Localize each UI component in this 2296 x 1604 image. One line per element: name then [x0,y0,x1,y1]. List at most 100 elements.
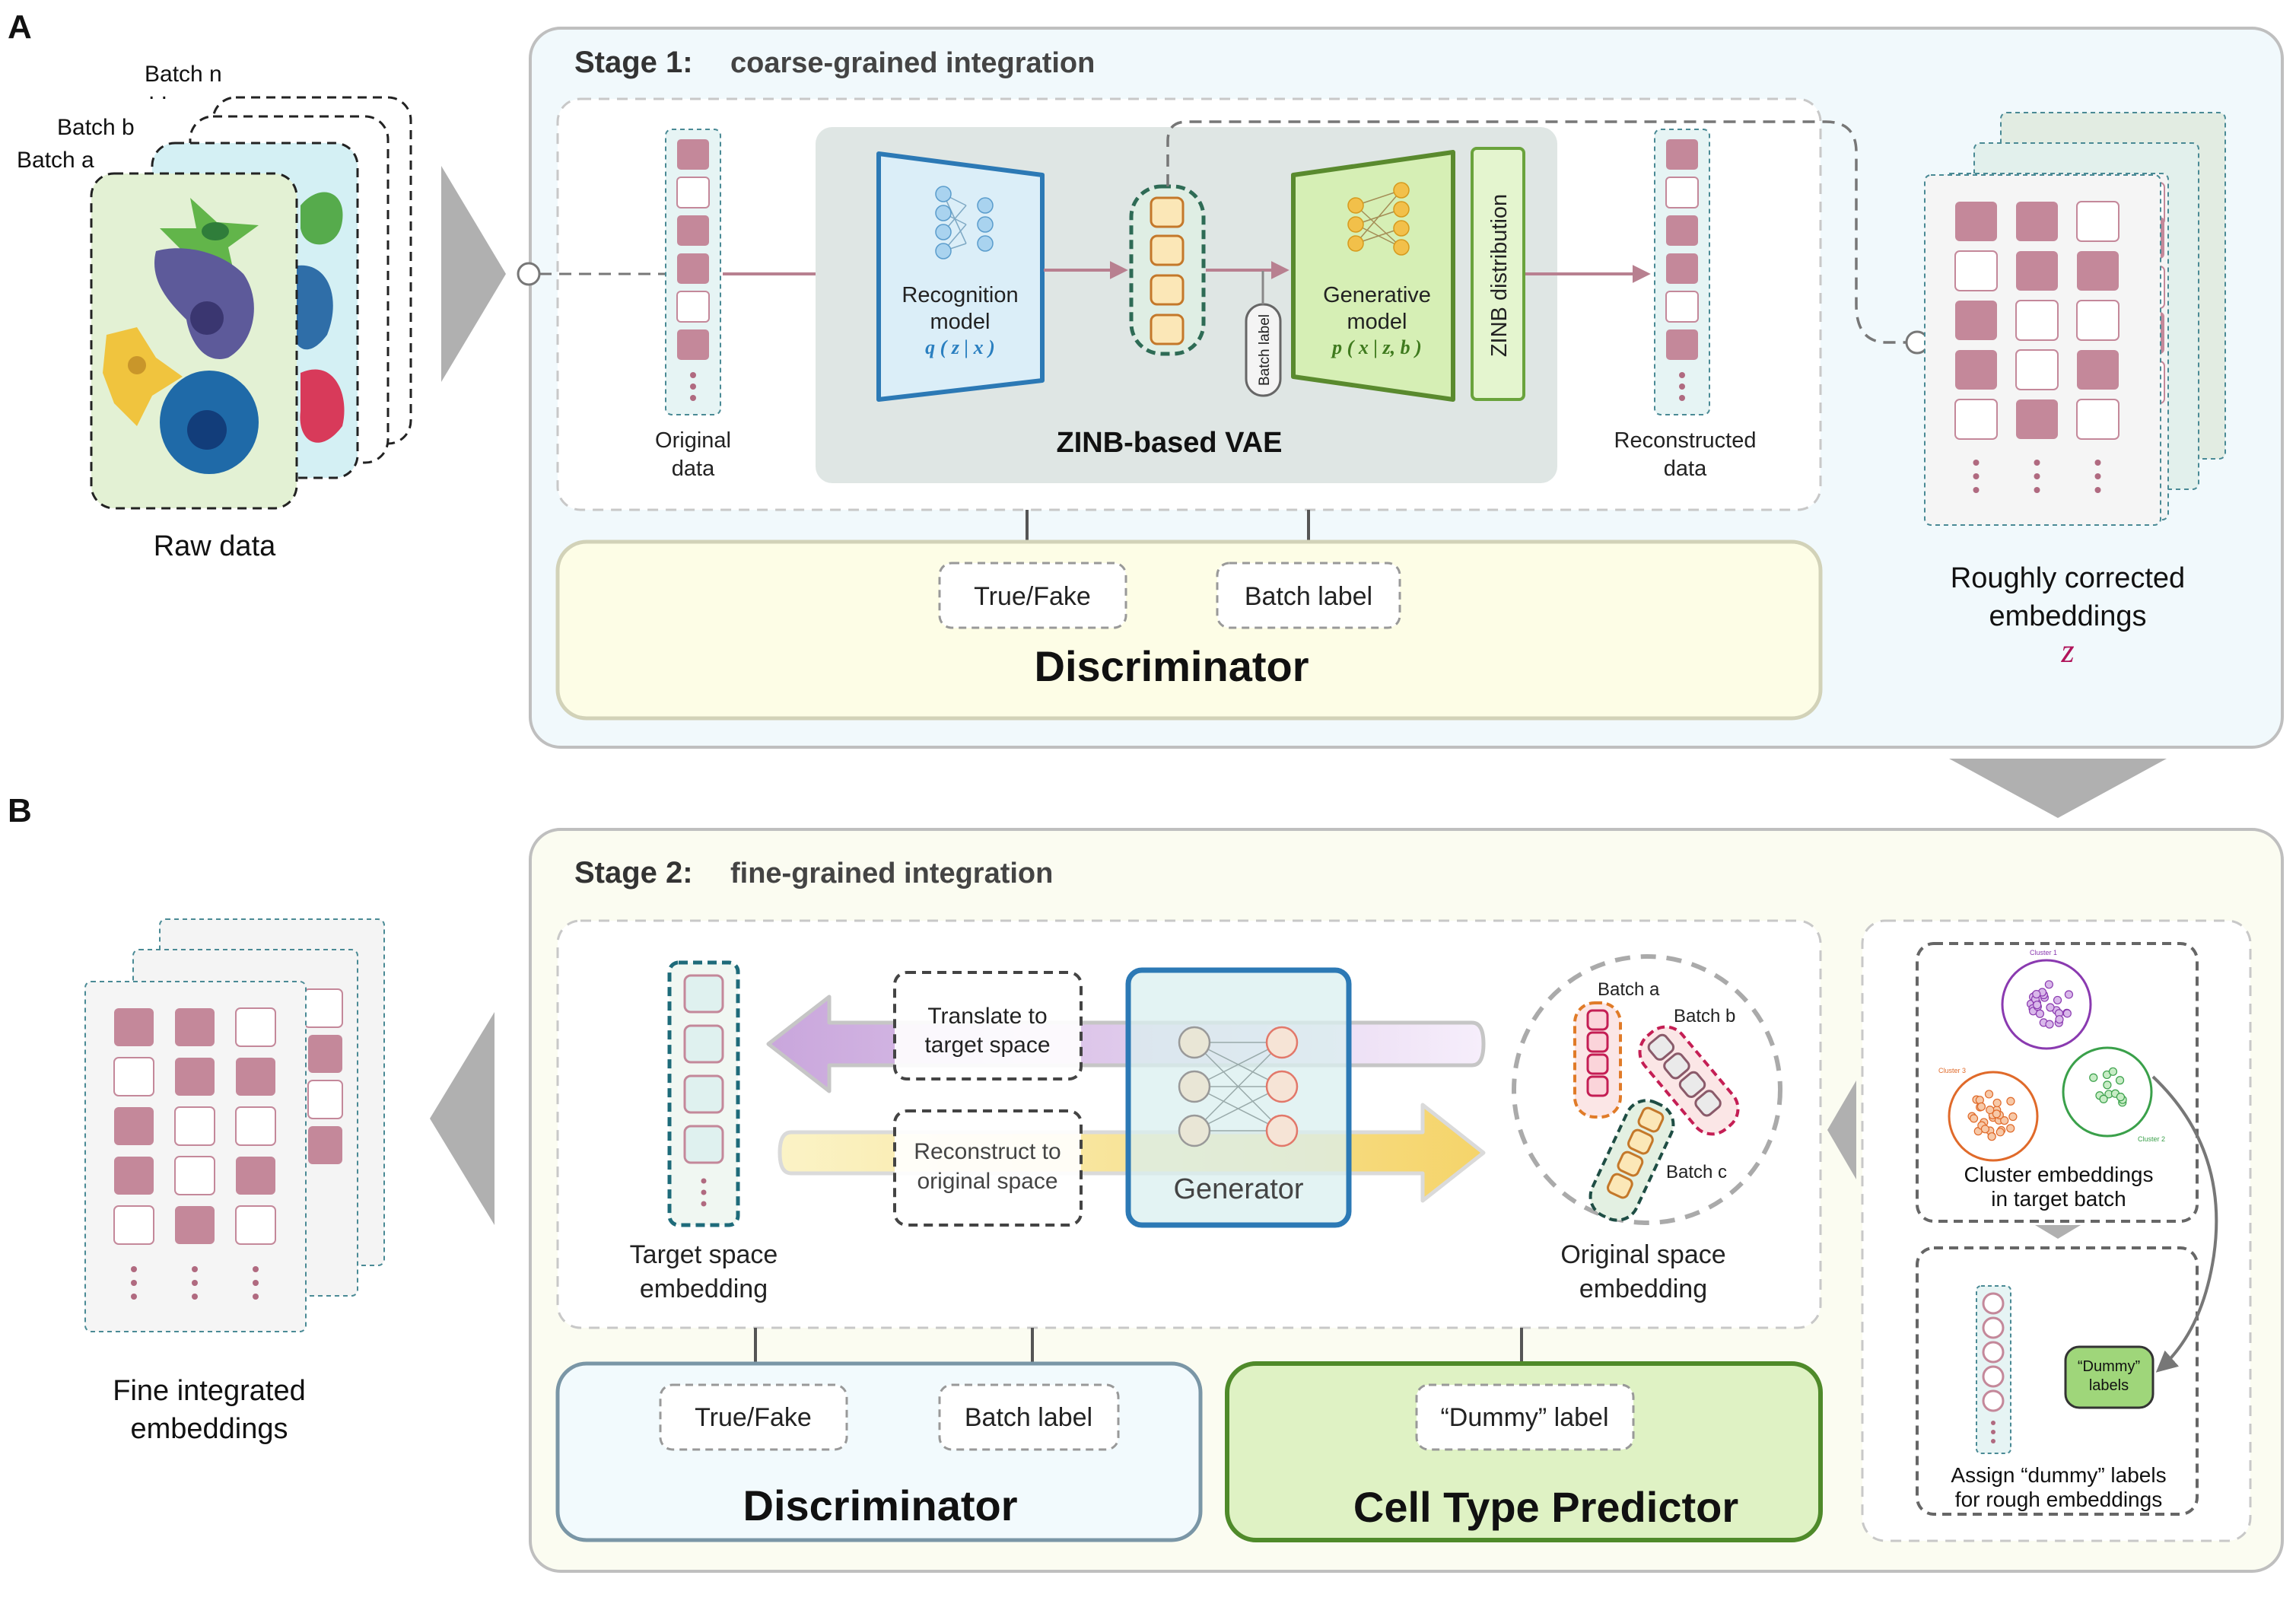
zinb-vae-label: ZINB-based VAE [1056,427,1282,459]
embedding-cell [1954,250,1998,291]
stage1-title: coarse-grained integration [730,47,1095,79]
ellipsis-dot [131,1280,137,1286]
embedding-cell [174,1156,215,1195]
rough-label-1: Roughly corrected [1951,562,2185,594]
stage1-true-fake-box [938,562,1127,629]
latent-vector [1129,184,1206,356]
neural-net-icon [1178,1026,1299,1147]
ellipsis-dot [2034,460,2040,466]
embedding-cell [235,1007,276,1047]
generator-label: Generator [1173,1173,1303,1205]
embedding-cell [113,1057,154,1096]
batch-b-cluster-label: Batch b [1674,1006,1735,1026]
embedding-cell [1955,202,1997,241]
ellipsis-dot [253,1280,259,1286]
ellipsis-dot [2034,473,2040,479]
embedding-cell [2015,349,2059,390]
generative-label-2: model [1347,310,1407,334]
cluster-point [2006,1096,2015,1106]
dummy-label-box [1415,1383,1635,1451]
batch-a-vector [1573,1001,1622,1119]
ellipsis-dot [1973,460,1980,466]
cluster-point [1992,1098,2002,1108]
generative-label-1: Generative [1323,283,1431,307]
flow-arrow-left-small-icon [1827,1080,1856,1179]
stage2-true-fake: True/Fake [695,1403,812,1432]
assign-arrow [2151,1075,2218,1373]
dummy-labels-line-2: labels [2089,1377,2129,1394]
original-data-label-1: Original [655,428,731,453]
cluster-point [2006,1124,2015,1133]
stage2-discriminator-label: Discriminator [743,1481,1018,1529]
cluster-point [2035,1009,2045,1018]
embedding-cell [1954,399,1998,440]
reconstructed-label-1: Reconstructed [1614,428,1757,453]
cluster-point [1995,1128,2005,1137]
batch-n-label: Batch n [145,62,222,87]
rough-embedding-vector [1976,1285,2011,1454]
cell-type-predictor-label: Cell Type Predictor [1353,1483,1738,1531]
cluster-1-circle [2001,959,2092,1050]
ellipsis-dot [2094,460,2101,466]
stage2-batch-label-box [938,1383,1120,1451]
reconstruct-box [893,1109,1083,1227]
batch-a-label: Batch a [17,148,94,173]
panel-label-a: A [8,8,32,46]
batch-b-vector [1638,1025,1740,1136]
embedding-cell [236,1058,275,1096]
recognition-model [876,151,1045,402]
translate-label-2: target space [924,1033,1050,1058]
embedding-cell [2015,300,2059,341]
rough-symbol: z [2060,632,2074,670]
dummy-label: “Dummy” label [1440,1403,1608,1432]
ellipsis-dot [2034,487,2040,493]
generative-formula: p ( x | z, b ) [1331,336,1422,358]
fine-embeddings-grid [113,1007,276,1300]
ellipsis-dot [1973,473,1980,479]
cluster-point [1980,1125,1990,1134]
ellipsis-dot [253,1266,259,1272]
stage1-batch-label-box [1216,562,1401,629]
reconstructed-label-2: data [1664,457,1707,481]
zinb-distribution-label: ZINB distribution [1487,194,1512,357]
cluster-point [2064,990,2074,999]
original-embedding-label-1: Original space [1560,1240,1725,1269]
cluster-point [1992,1109,2002,1119]
assign-caption-1: Assign “dummy” labels [1951,1463,2166,1487]
stage1-batch-label: Batch label [1245,582,1372,611]
embedding-cell [2076,201,2120,242]
cluster-point [2033,1001,2042,1010]
embedding-cell [114,1008,154,1046]
embedding-cell [235,1205,276,1245]
cluster-point [2062,1009,2072,1018]
cluster-1-label: Cluster 1 [2030,949,2057,956]
generative-model [1291,150,1455,402]
cluster-caption-2: in target batch [1991,1187,2126,1211]
embedding-cell [236,1157,275,1195]
cluster-point [1969,1114,1979,1123]
embedding-cell [2016,399,2058,439]
cluster-point [1976,1102,1986,1111]
rough-embeddings-grid [1954,201,2120,493]
cluster-point [2053,995,2062,1005]
stage2-title-prefix: Stage 2: [574,856,693,890]
cluster-point [1986,1105,1995,1115]
embedding-cell [1955,301,1997,340]
batch-n-dots: . . [148,79,167,104]
cluster-1-points [2026,980,2074,1029]
embedding-cell [235,1106,276,1146]
yellow-cell-icon [103,327,183,426]
embedding-cell [113,1205,154,1245]
cluster-2-points [2089,1067,2127,1107]
batch-b-label: Batch b [57,115,135,140]
embedding-cell [114,1107,154,1145]
stage2-title: fine-grained integration [730,858,1053,890]
cluster-point [1987,1132,1996,1141]
stage1-discriminator-label: Discriminator [1035,642,1309,690]
cluster-point [2115,1076,2125,1085]
ellipsis-dot [2094,473,2101,479]
embedding-cell [175,1058,215,1096]
embedding-cell [2077,251,2119,291]
flow-arrow-down-icon [1949,759,2167,818]
